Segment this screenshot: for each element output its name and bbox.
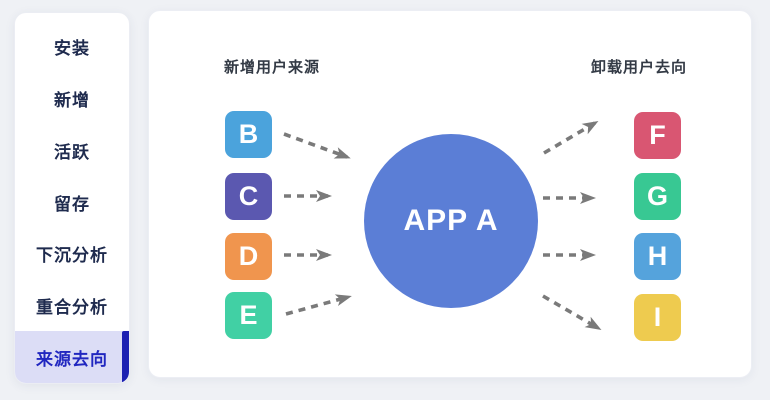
source-destination-panel: 新增用户来源 卸载用户去向 B C D E APP A F G [148, 10, 752, 378]
source-node-b: B [225, 111, 272, 158]
sidebar-item-label: 重合分析 [36, 297, 108, 317]
new-user-source-caption: 新增用户来源 [224, 59, 321, 76]
arrow-e-to-app [285, 294, 352, 316]
sidebar-item-source-destination[interactable]: 来源去向 [15, 331, 129, 383]
sidebar-nav: 安装 新增 活跃 留存 下沉分析 重合分析 来源去向 [14, 12, 130, 384]
sidebar-item-label: 活跃 [54, 142, 90, 162]
sidebar-item-label: 新增 [54, 91, 90, 111]
destination-node-i: I [634, 294, 681, 341]
source-node-c: C [225, 173, 272, 220]
arrow-app-to-f [543, 120, 599, 155]
sidebar-item-label: 留存 [54, 194, 90, 214]
source-node-d: D [225, 233, 272, 280]
sidebar-item-label: 来源去向 [36, 349, 108, 369]
sidebar-item-install[interactable]: 安装 [15, 21, 129, 73]
sidebar-item-label: 下沉分析 [36, 246, 108, 266]
sidebar-item-overlap-analysis[interactable]: 重合分析 [15, 280, 129, 332]
sidebar-item-label: 安装 [54, 39, 90, 59]
sidebar-item-active[interactable]: 活跃 [15, 124, 129, 176]
sidebar-item-sink-analysis[interactable]: 下沉分析 [15, 228, 129, 280]
source-node-e: E [225, 292, 272, 339]
arrow-b-to-app [283, 132, 351, 159]
destination-node-f: F [634, 112, 681, 159]
selected-indicator-bar [122, 331, 129, 383]
arrow-app-to-i [542, 294, 602, 331]
center-app-node: APP A [364, 134, 538, 308]
destination-node-h: H [634, 233, 681, 280]
uninstall-user-destination-caption: 卸载用户去向 [591, 59, 688, 76]
sidebar-item-new-users[interactable]: 新增 [15, 73, 129, 125]
destination-node-g: G [634, 173, 681, 220]
sidebar-item-retention[interactable]: 留存 [15, 176, 129, 228]
